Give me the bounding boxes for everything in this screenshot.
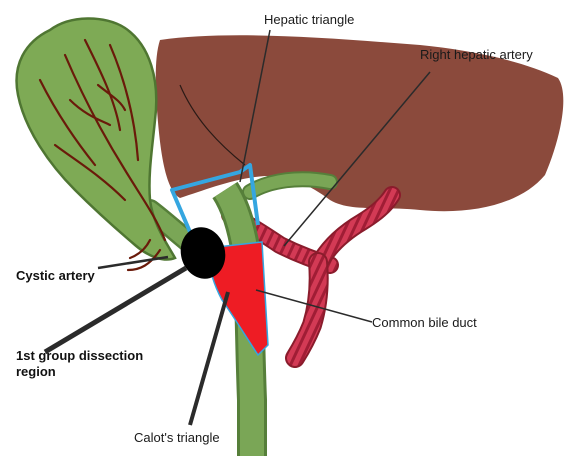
label-first-group-dissection-region: 1st group dissection region <box>16 348 166 380</box>
label-common-bile-duct: Common bile duct <box>372 315 477 331</box>
label-hepatic-triangle: Hepatic triangle <box>264 12 354 28</box>
pointer-cystic-artery <box>98 257 168 268</box>
label-calots-triangle: Calot's triangle <box>134 430 220 446</box>
pointer-calots-triangle <box>190 292 228 425</box>
label-right-hepatic-artery: Right hepatic artery <box>420 47 533 63</box>
label-cystic-artery: Cystic artery <box>16 268 95 284</box>
gallbladder <box>17 18 175 259</box>
